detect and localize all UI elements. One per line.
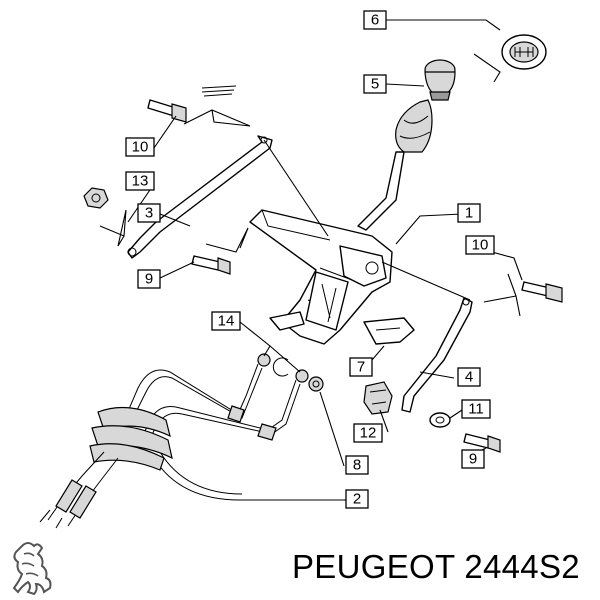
svg-text:2: 2 xyxy=(353,491,361,508)
svg-text:5: 5 xyxy=(371,76,379,93)
part-shift-pattern-cap xyxy=(501,34,547,70)
callout-12: 12 xyxy=(353,423,383,443)
part-link-rod-left xyxy=(127,135,273,259)
callout-14: 14 xyxy=(211,311,241,331)
part-bolt-10-right xyxy=(521,281,563,303)
part-nut xyxy=(83,187,109,209)
part-gaiter-boot xyxy=(395,99,433,153)
svg-text:7: 7 xyxy=(357,359,365,376)
part-link-rod-right xyxy=(401,297,473,413)
part-bolt-9-left xyxy=(191,255,231,275)
svg-text:14: 14 xyxy=(218,313,235,330)
peugeot-lion-logo-icon xyxy=(12,542,52,596)
callout-9-left: 9 xyxy=(137,269,161,289)
callout-4: 4 xyxy=(457,367,481,387)
callout-10-right: 10 xyxy=(465,235,495,255)
svg-text:12: 12 xyxy=(360,425,377,442)
svg-text:8: 8 xyxy=(353,457,361,474)
callout-9-right: 9 xyxy=(461,449,485,469)
leader-lines xyxy=(99,19,523,501)
callout-11: 11 xyxy=(461,399,491,419)
svg-text:4: 4 xyxy=(465,369,473,386)
part-circlip xyxy=(257,353,309,383)
part-washer xyxy=(429,412,451,428)
callout-7: 7 xyxy=(349,357,373,377)
svg-text:13: 13 xyxy=(132,173,149,190)
callout-2: 2 xyxy=(345,489,369,509)
callout-5: 5 xyxy=(363,74,387,94)
svg-text:11: 11 xyxy=(468,401,484,418)
part-bolt-9-right xyxy=(463,433,501,453)
svg-text:10: 10 xyxy=(132,139,149,156)
callout-3: 3 xyxy=(137,203,161,223)
brand-part-number: PEUGEOT 2444S2 xyxy=(292,548,580,585)
svg-text:9: 9 xyxy=(469,451,477,468)
callout-1: 1 xyxy=(457,203,481,223)
part-selector-cables xyxy=(39,363,348,529)
svg-text:10: 10 xyxy=(472,237,489,254)
svg-text:1: 1 xyxy=(465,205,473,222)
svg-text:9: 9 xyxy=(145,271,153,288)
part-lever-housing xyxy=(249,209,393,345)
part-clip xyxy=(363,381,393,415)
callout-10-left: 10 xyxy=(125,137,155,157)
part-plate xyxy=(363,317,415,345)
callout-13: 13 xyxy=(125,171,155,191)
callout-6: 6 xyxy=(363,10,387,30)
svg-text:3: 3 xyxy=(145,205,153,222)
part-bolt-10-left xyxy=(147,99,187,123)
callout-8: 8 xyxy=(345,455,369,475)
part-bush xyxy=(308,376,324,392)
fine-print-note xyxy=(201,85,237,97)
svg-text:6: 6 xyxy=(371,12,379,29)
part-gear-knob xyxy=(424,59,456,101)
